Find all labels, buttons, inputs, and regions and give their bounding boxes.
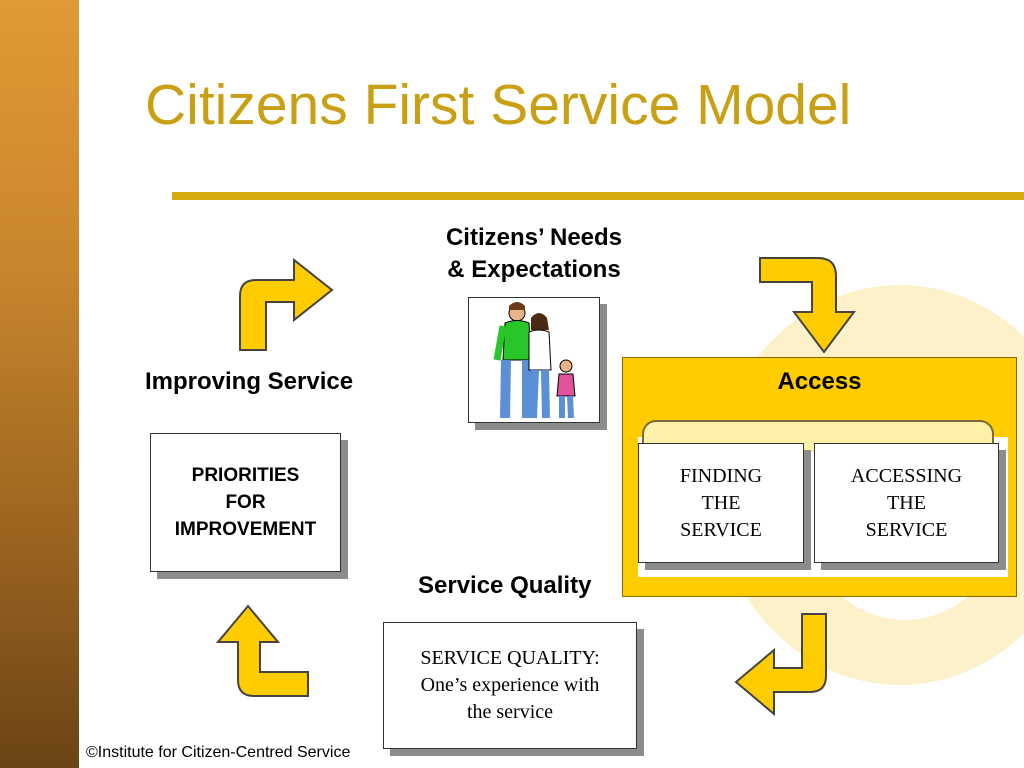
service-quality-text: SERVICE QUALITY: One’s experience with t…: [420, 647, 600, 723]
accessing-service-box: ACCESSING THE SERVICE: [814, 443, 999, 563]
service-quality-label: Service Quality: [418, 572, 592, 599]
slide-title: Citizens First Service Model: [145, 73, 852, 137]
access-label: Access: [777, 368, 862, 395]
family-illustration: [468, 297, 600, 423]
arrow-up-right-icon: [239, 257, 334, 351]
priorities-text: PRIORITIES FOR IMPROVEMENT: [174, 465, 317, 540]
sidebar-band: [0, 0, 79, 768]
improving-service-label: Improving Service: [145, 368, 354, 395]
family-icon: [493, 302, 576, 419]
priorities-box: PRIORITIES FOR IMPROVEMENT: [150, 433, 341, 572]
needs-line-2: & Expectations: [447, 256, 621, 283]
service-quality-box: SERVICE QUALITY: One’s experience with t…: [383, 622, 637, 749]
accessing-text: ACCESSING THE SERVICE: [850, 464, 963, 541]
arrow-down-left-icon: [734, 613, 827, 717]
needs-label: Citizens’ Needs & Expectations: [400, 222, 668, 286]
finding-service-box: FINDING THE SERVICE: [638, 443, 804, 563]
arrow-right-down-icon: [759, 257, 856, 354]
title-rule: [172, 192, 1024, 200]
finding-text: FINDING THE SERVICE: [679, 464, 763, 541]
arrow-left-up-icon: [215, 604, 309, 697]
copyright-footer: ©Institute for Citizen-Centred Service: [86, 744, 351, 761]
needs-line-1: Citizens’ Needs: [445, 224, 623, 251]
